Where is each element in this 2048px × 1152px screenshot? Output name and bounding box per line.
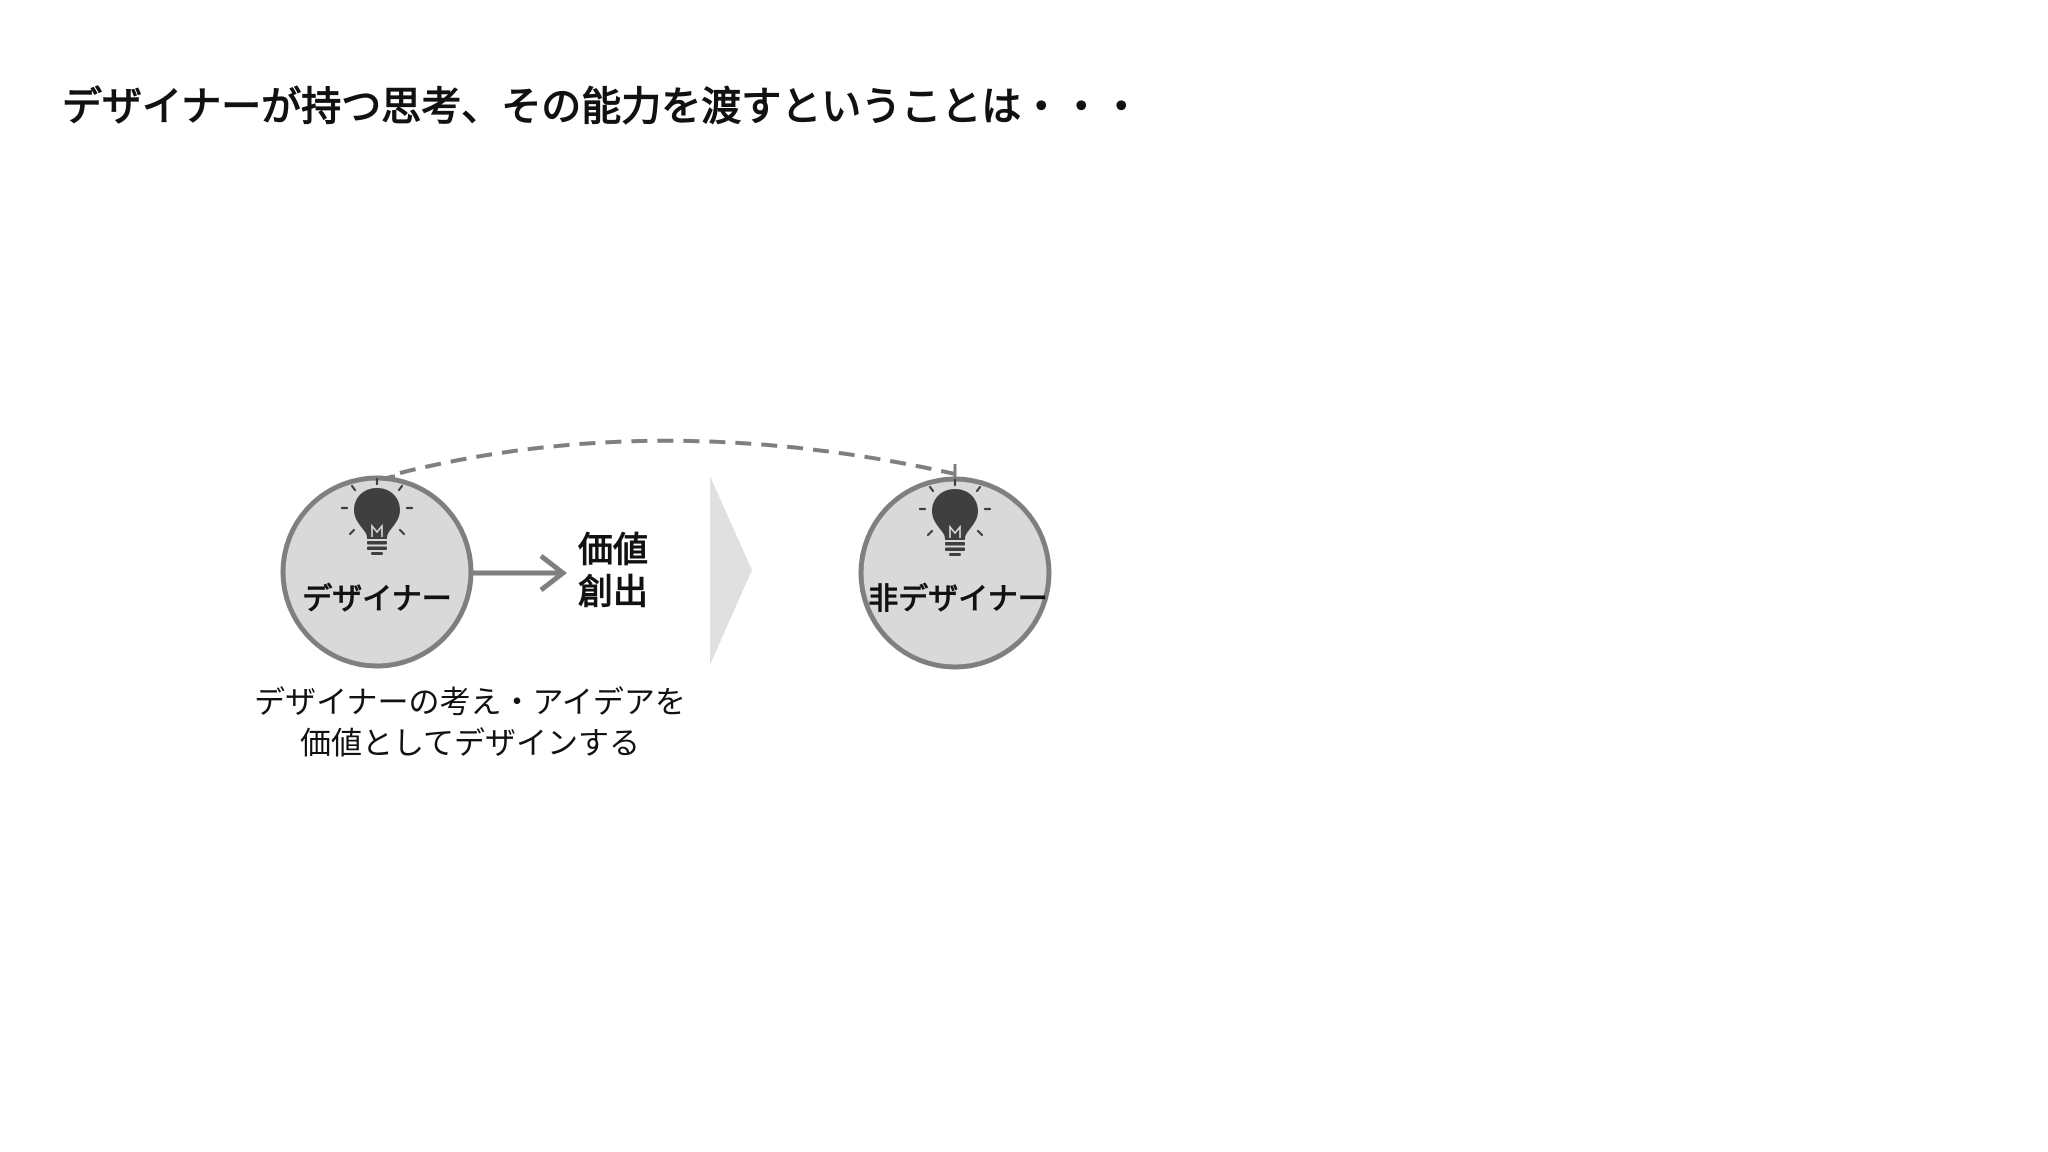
chevron-divider xyxy=(710,476,752,665)
designer-label: デザイナー xyxy=(302,582,452,617)
value-label-line2: 創出 xyxy=(578,573,649,613)
slide-title: デザイナーが持つ思考、その能力を渡すということは・・・ xyxy=(62,84,1142,130)
non-designer-label: 非デザイナー xyxy=(868,582,1048,617)
value-label-line1: 価値 xyxy=(578,531,649,571)
caption-line1: デザイナーの考え・アイデアを xyxy=(254,685,686,721)
value-creation-label: 価値 創出 xyxy=(578,530,658,614)
designer-caption: デザイナーの考え・アイデアを 価値としてデザインする xyxy=(170,683,770,765)
arrow-head xyxy=(539,554,568,592)
caption-line2: 価値としてデザインする xyxy=(299,726,641,762)
dashed-connector-arc xyxy=(399,438,956,476)
